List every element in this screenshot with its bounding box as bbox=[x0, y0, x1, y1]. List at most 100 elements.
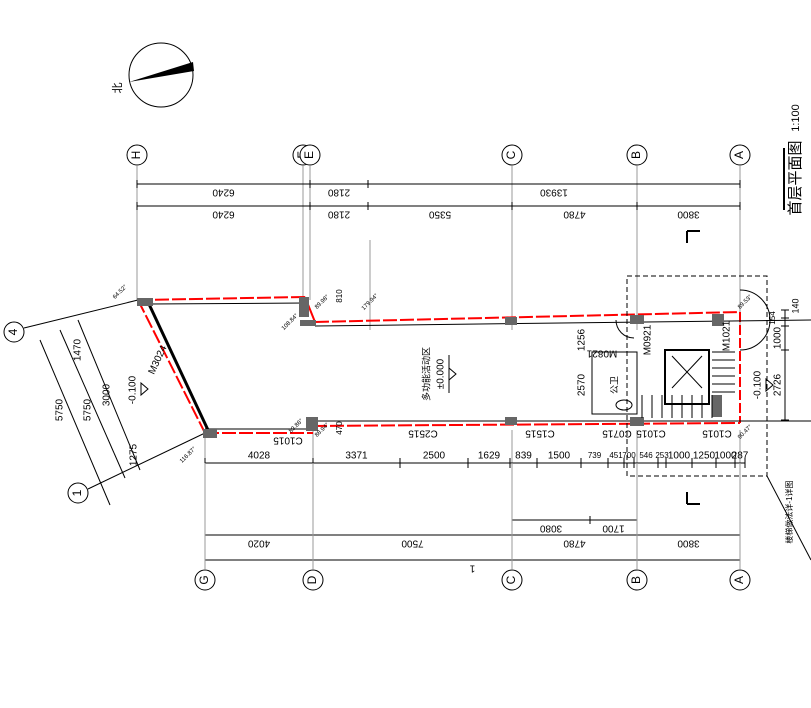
dim-line bbox=[39, 339, 111, 506]
axis-label: D bbox=[305, 575, 319, 584]
axis-label: G bbox=[197, 575, 211, 584]
door-label: M0921 bbox=[643, 324, 654, 355]
column bbox=[137, 298, 153, 306]
grid-line-4 bbox=[23, 299, 139, 329]
axis-label: E bbox=[302, 151, 316, 159]
angle-label: 89.98° bbox=[314, 294, 331, 311]
door-label: M1021 bbox=[722, 320, 733, 351]
dim-label: 1250 bbox=[693, 451, 716, 462]
toilet-icon bbox=[615, 399, 633, 411]
dim-label: 6240 bbox=[212, 186, 235, 197]
dim-label: 1000 bbox=[668, 451, 691, 462]
axis-label: H bbox=[129, 151, 143, 160]
axis-bubble bbox=[626, 569, 648, 591]
door-M3024 bbox=[146, 301, 210, 431]
dim-label: 140 bbox=[790, 298, 800, 313]
north-label: 北 bbox=[111, 83, 124, 94]
axis-bubble bbox=[299, 144, 321, 166]
column bbox=[712, 314, 724, 326]
north-arrow-icon bbox=[129, 62, 194, 82]
note-leader bbox=[766, 475, 811, 561]
dim-label: 2500 bbox=[423, 451, 446, 462]
axis-label: C bbox=[504, 150, 518, 159]
wall-red bbox=[312, 422, 741, 427]
dim-label: 3080 bbox=[539, 522, 562, 533]
column bbox=[203, 429, 217, 438]
elevator-shaft bbox=[664, 349, 710, 405]
door-label: M3024 bbox=[147, 343, 170, 376]
level-symbol-icon bbox=[765, 377, 774, 393]
elevator-cross bbox=[671, 355, 703, 389]
dim-label: 3800 bbox=[677, 537, 700, 548]
column bbox=[712, 395, 722, 417]
dim-label: 2726 bbox=[773, 373, 784, 396]
dim-label: 4020 bbox=[247, 537, 270, 548]
dim-label: 5350 bbox=[428, 208, 451, 219]
dim-label: 546 bbox=[639, 451, 653, 460]
axis-bubble bbox=[3, 321, 25, 343]
dim-label: 1000 bbox=[773, 326, 784, 349]
dim-label: 1 bbox=[469, 562, 475, 573]
dim-label: 13930 bbox=[540, 186, 568, 197]
room-level: ±0.000 bbox=[436, 358, 447, 389]
dim-label: 5750 bbox=[55, 398, 66, 421]
door-label: M0821 bbox=[586, 347, 617, 358]
level-symbol-icon bbox=[448, 366, 457, 382]
door-swing bbox=[615, 319, 635, 339]
level-symbol-icon bbox=[140, 381, 149, 397]
dim-label: 1629 bbox=[478, 451, 501, 462]
north-arrow-circle bbox=[128, 42, 194, 108]
axis-label: 1 bbox=[70, 489, 84, 496]
wall-red bbox=[137, 296, 306, 301]
wall-red bbox=[137, 299, 206, 434]
axis-bubble bbox=[501, 144, 523, 166]
dim-label: 253 bbox=[655, 451, 669, 460]
column bbox=[306, 417, 318, 431]
dim-line bbox=[77, 319, 141, 471]
dim-label: 2180 bbox=[327, 208, 350, 219]
axis-label: B bbox=[629, 151, 643, 159]
dim-label: 1470 bbox=[73, 338, 84, 361]
stair-detail-box bbox=[626, 275, 768, 477]
axis-label: A bbox=[732, 576, 746, 584]
dim-label: 1256 bbox=[577, 328, 588, 351]
axis-bubble bbox=[194, 569, 216, 591]
dim-label: 287 bbox=[732, 451, 749, 462]
dim-label: 5750 bbox=[83, 398, 94, 421]
room-label: 公卫 bbox=[609, 376, 619, 394]
angle-label: 179.94° bbox=[361, 293, 380, 312]
drawing-scale: 1:100 bbox=[790, 104, 802, 132]
dim-label: 3371 bbox=[345, 451, 368, 462]
window-label: C1015 bbox=[702, 427, 732, 438]
dim-label: 739 bbox=[588, 451, 602, 460]
axis-label: B bbox=[629, 576, 643, 584]
column bbox=[630, 417, 644, 426]
window-label: C1015 bbox=[636, 427, 666, 438]
dim-label: 700 bbox=[622, 451, 636, 460]
room-label: 多功能活动区 bbox=[420, 347, 431, 401]
column bbox=[505, 317, 517, 325]
dim-line bbox=[59, 329, 126, 479]
dim-label: 4028 bbox=[248, 451, 271, 462]
column bbox=[299, 297, 309, 317]
axis-bubble bbox=[67, 482, 89, 504]
dim-label: 2570 bbox=[577, 373, 588, 396]
angle-label: 116.87° bbox=[179, 446, 198, 465]
dim-label: 4780 bbox=[563, 208, 586, 219]
drawing-title: 首层平面图 bbox=[787, 140, 804, 215]
column bbox=[630, 315, 644, 324]
wall bbox=[149, 302, 306, 305]
wall-red bbox=[314, 311, 741, 323]
column bbox=[300, 320, 316, 326]
grid-line-1 bbox=[87, 432, 206, 490]
axis-label: 4 bbox=[6, 328, 20, 335]
dim-label: 3800 bbox=[677, 208, 700, 219]
axis-bubble bbox=[126, 144, 148, 166]
angle-label: 108.84° bbox=[281, 313, 300, 332]
stair-note: 楼梯做法详-1详图 bbox=[784, 480, 794, 543]
level-label: -0.100 bbox=[128, 375, 139, 404]
axis-bubble bbox=[729, 569, 751, 591]
dim-label: 1500 bbox=[548, 451, 571, 462]
axis-bubble bbox=[626, 144, 648, 166]
